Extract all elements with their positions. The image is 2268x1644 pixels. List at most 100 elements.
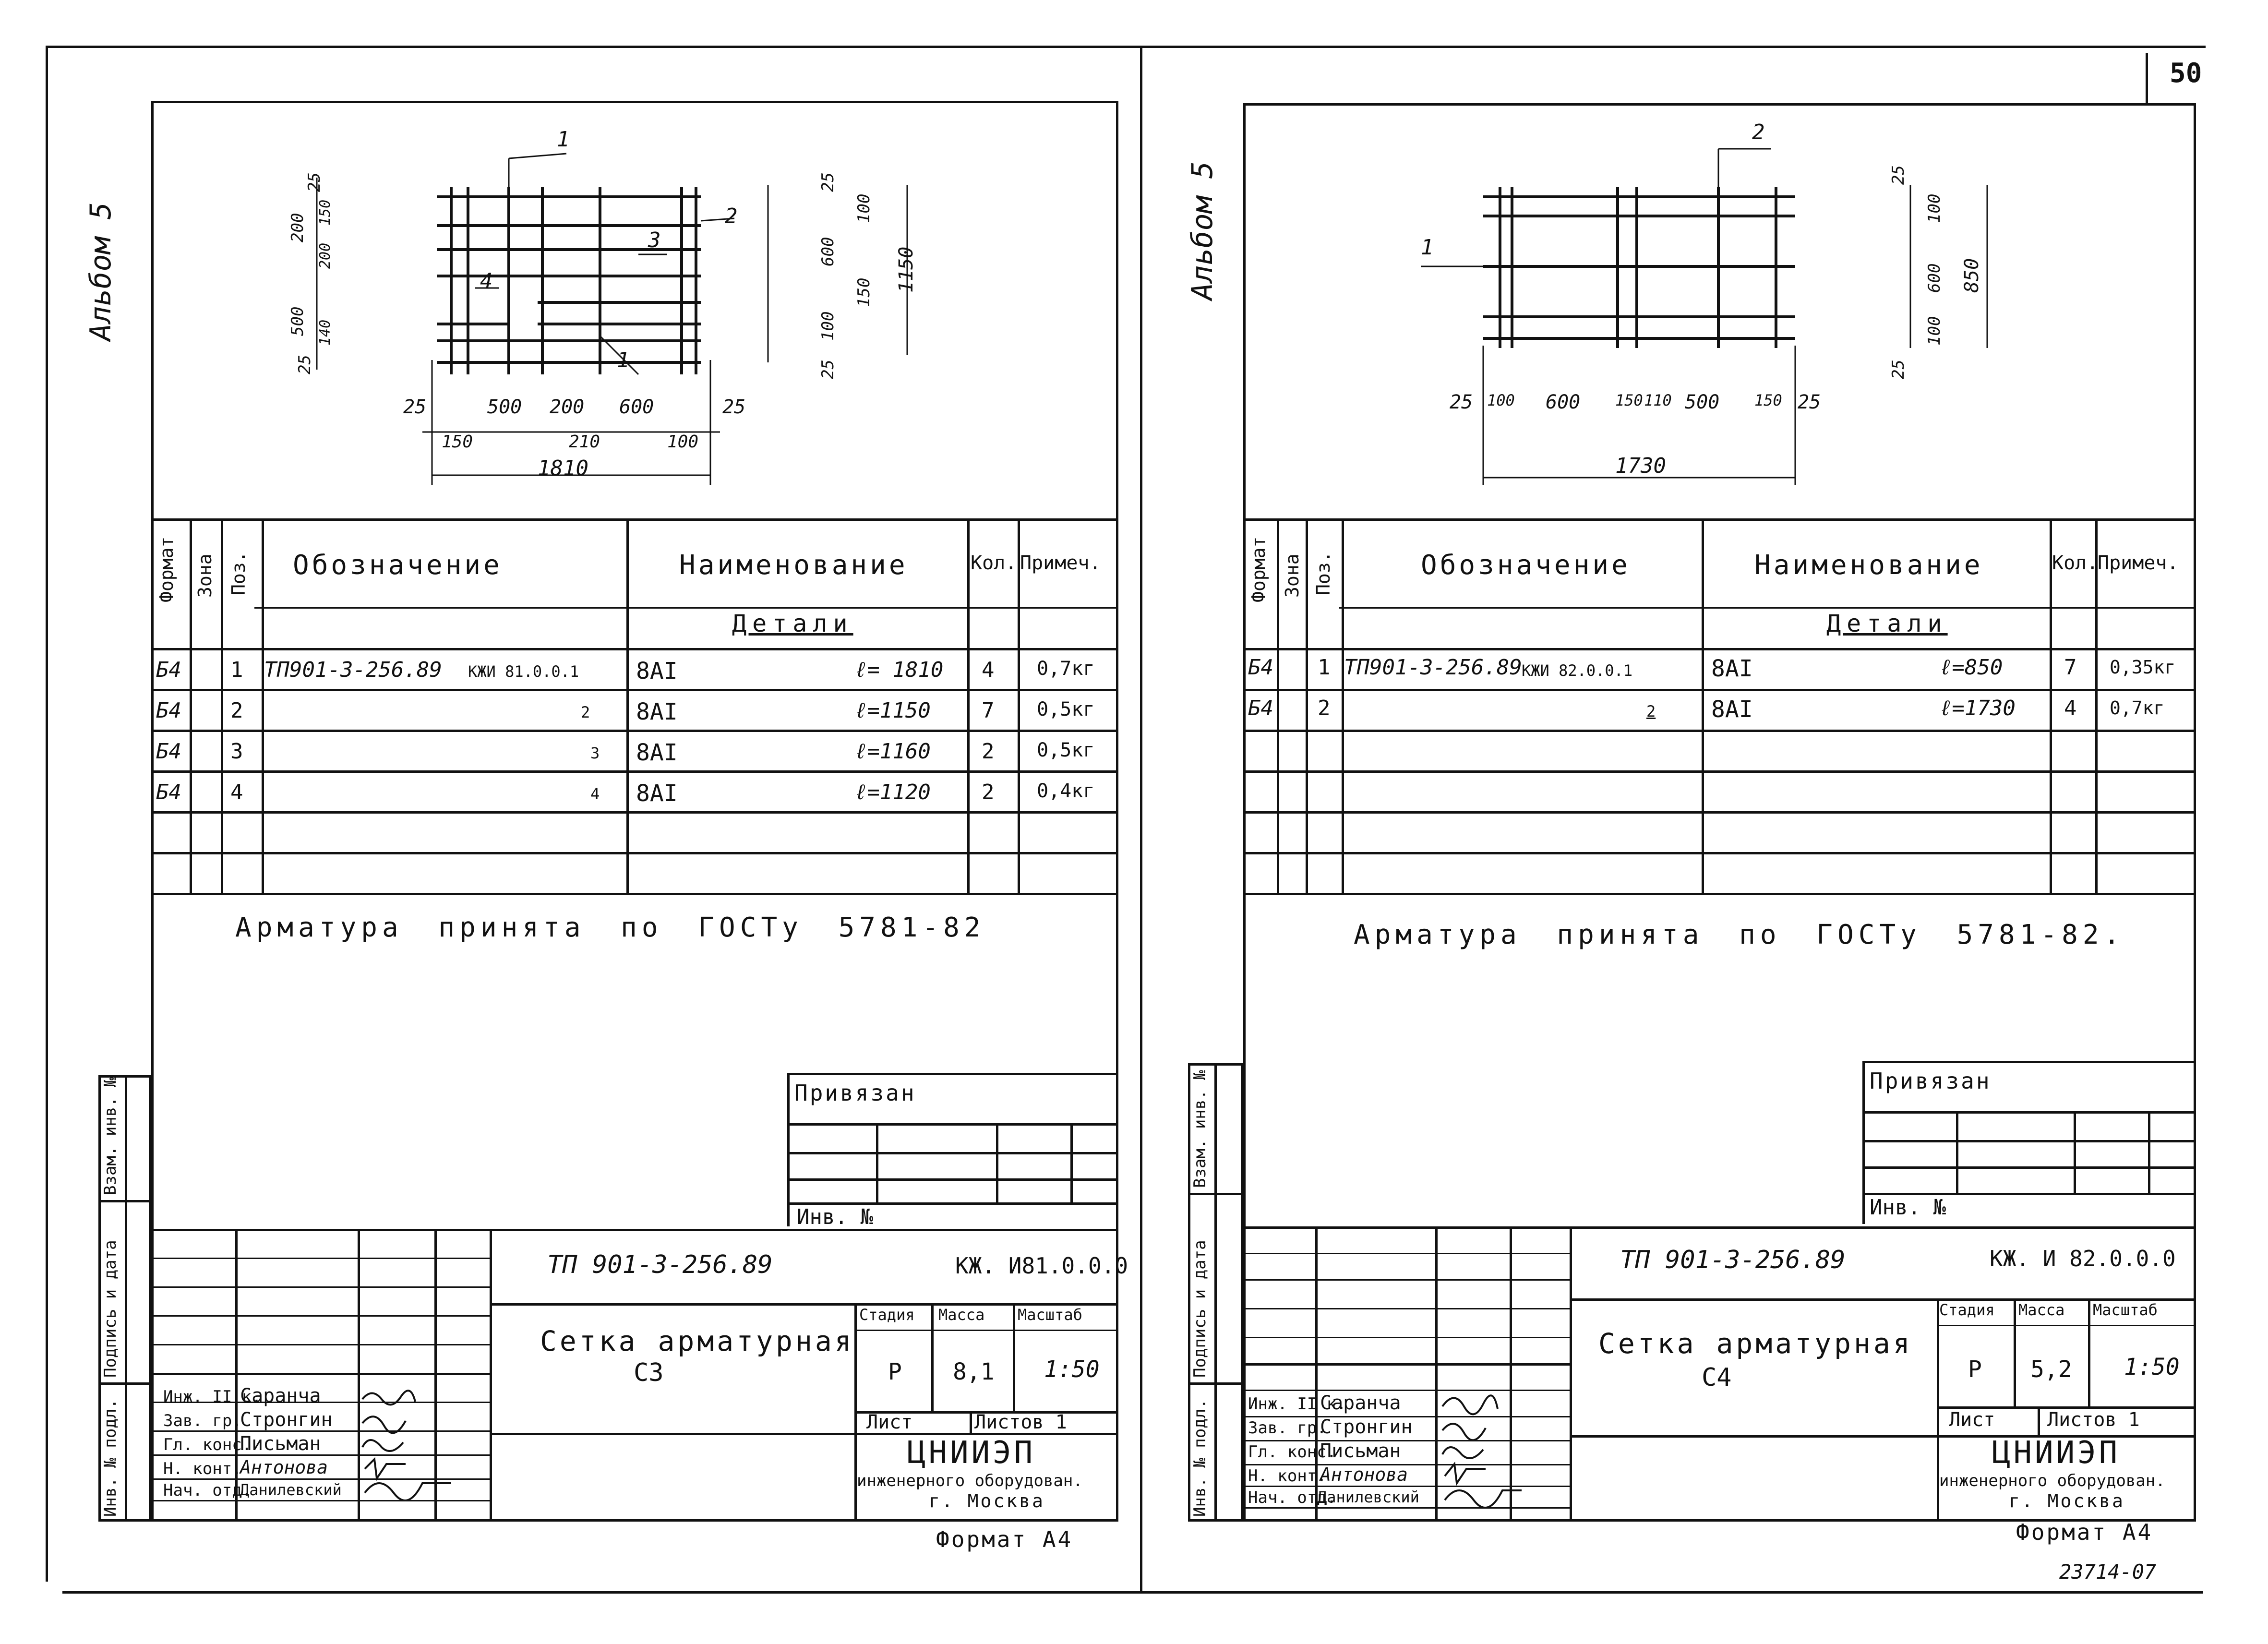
table-line [1243, 811, 2196, 814]
row-length: ℓ=1160 [854, 739, 931, 764]
name-2: Стронгин [240, 1409, 333, 1431]
sig-col [1510, 1226, 1512, 1522]
row-code: 2 [1646, 702, 1656, 720]
title-block-line [1570, 1298, 2196, 1301]
title-block-col [2088, 1298, 2090, 1406]
sig-line [1243, 1440, 1570, 1441]
header-designation: Обозначение [1421, 550, 1631, 581]
sheet-label: Лист [866, 1411, 913, 1433]
role-4: Н. конт. [1248, 1466, 1327, 1486]
row-qty: 4 [2064, 696, 2077, 720]
row-name: 8АI [636, 780, 678, 807]
row-pos: 1 [1318, 655, 1331, 680]
sig-line [151, 1258, 490, 1259]
sheets-count: Листов 1 [974, 1411, 1067, 1433]
sig-col [434, 1229, 437, 1522]
dim-bottom-8: 25 [1798, 391, 1821, 413]
name-1: Саранча [240, 1385, 321, 1407]
row-note: 0,7кг [2110, 697, 2165, 719]
dim-bottom-8: 100 [667, 432, 699, 452]
privyazan-line [1862, 1140, 2196, 1142]
privyazan-label: Привязан [794, 1080, 916, 1106]
title-block-col [2038, 1406, 2040, 1435]
table-line [1243, 648, 2196, 650]
row-format: Б4 [156, 698, 181, 723]
sig-line [1243, 1279, 1570, 1281]
title-block-col [931, 1303, 934, 1411]
side-stamp-line [1214, 1063, 1217, 1522]
role-2: Зав. гр. [1248, 1418, 1327, 1438]
scale-header: Масштаб [2093, 1301, 2158, 1319]
title-block-line [854, 1411, 1118, 1414]
callout-pos-2: 2 [725, 204, 738, 228]
privyazan-left [1862, 1061, 1865, 1224]
sig-line [151, 1315, 490, 1317]
sig-line [151, 1373, 490, 1375]
row-code: 4 [590, 785, 600, 803]
row-qty: 7 [2064, 655, 2077, 680]
sig-line [1243, 1337, 1570, 1338]
sig-col [235, 1229, 238, 1522]
row-doc: ТП901-3-256.89 [264, 658, 442, 682]
header-note: Примеч. [2098, 552, 2179, 574]
row-format: Б4 [156, 780, 181, 804]
sig-line [151, 1454, 490, 1456]
mass-value: 8,1 [953, 1358, 995, 1385]
table-top-line [1243, 518, 2196, 521]
title-block-col [1570, 1226, 1572, 1522]
role-4: Н. конт. [163, 1459, 242, 1478]
dim-bottom-3: 600 [1546, 391, 1581, 413]
table-line [151, 689, 1118, 691]
name-2: Стронгин [1320, 1416, 1413, 1438]
row-note: 0,5кг [1037, 739, 1095, 761]
table-header-line [254, 607, 1118, 609]
dim-bottom-4: 150 [1615, 391, 1643, 409]
title-block-line [1937, 1325, 2196, 1326]
org-line-2: инженерного оборудован. [1939, 1471, 2165, 1490]
col-line [1306, 518, 1308, 893]
title-block-col [490, 1229, 492, 1522]
header-name: Наименование [679, 550, 908, 581]
mass-header: Масса [2018, 1301, 2065, 1319]
row-format: Б4 [156, 658, 181, 682]
sig-col [1435, 1226, 1438, 1522]
privyazan-label: Привязан [1870, 1068, 1992, 1094]
col-line [1342, 518, 1344, 893]
org-name: ЦНИИЭП [1992, 1435, 2121, 1471]
sig-line [1243, 1464, 1570, 1465]
col-line [1277, 518, 1279, 893]
col-line [2050, 518, 2052, 893]
sig-col [1315, 1226, 1318, 1522]
sig-line [151, 1430, 490, 1432]
row-format: Б4 [156, 739, 181, 764]
row-note: 0,35кг [2110, 657, 2176, 678]
name-5: Данилевский [240, 1481, 342, 1499]
row-code: 3 [590, 744, 600, 762]
role-2: Зав. гр. [163, 1411, 242, 1430]
section-details: Детали [1826, 610, 1948, 637]
privyazan-line [1862, 1111, 2196, 1114]
stage-header: Стадия [859, 1306, 915, 1324]
doc-code: КЖ. И81.0.0.0 [955, 1253, 1128, 1279]
row-length: ℓ= 1810 [854, 658, 944, 682]
sig-col [358, 1229, 360, 1522]
sheets-count: Листов 1 [2047, 1409, 2140, 1431]
role-1: Инж. II к. [1248, 1394, 1346, 1414]
col-line [1702, 518, 1704, 893]
page-number-box [2146, 53, 2148, 106]
sig-line [151, 1286, 490, 1288]
scale-header: Масштаб [1018, 1306, 1082, 1324]
callout-pos-1: 1 [1421, 235, 1434, 260]
header-designation: Обозначение [293, 550, 503, 581]
row-qty: 2 [982, 780, 995, 804]
table-bottom-line [1243, 893, 2196, 895]
callout-pos-2: 2 [1752, 120, 1765, 144]
dim-bottom-1: 25 [403, 396, 427, 418]
col-line [626, 518, 629, 893]
side-stamp-line [125, 1075, 127, 1522]
row-qty: 7 [982, 698, 995, 723]
row-name: 8АI [1711, 696, 1753, 723]
sheet-divider [1140, 46, 1142, 1591]
